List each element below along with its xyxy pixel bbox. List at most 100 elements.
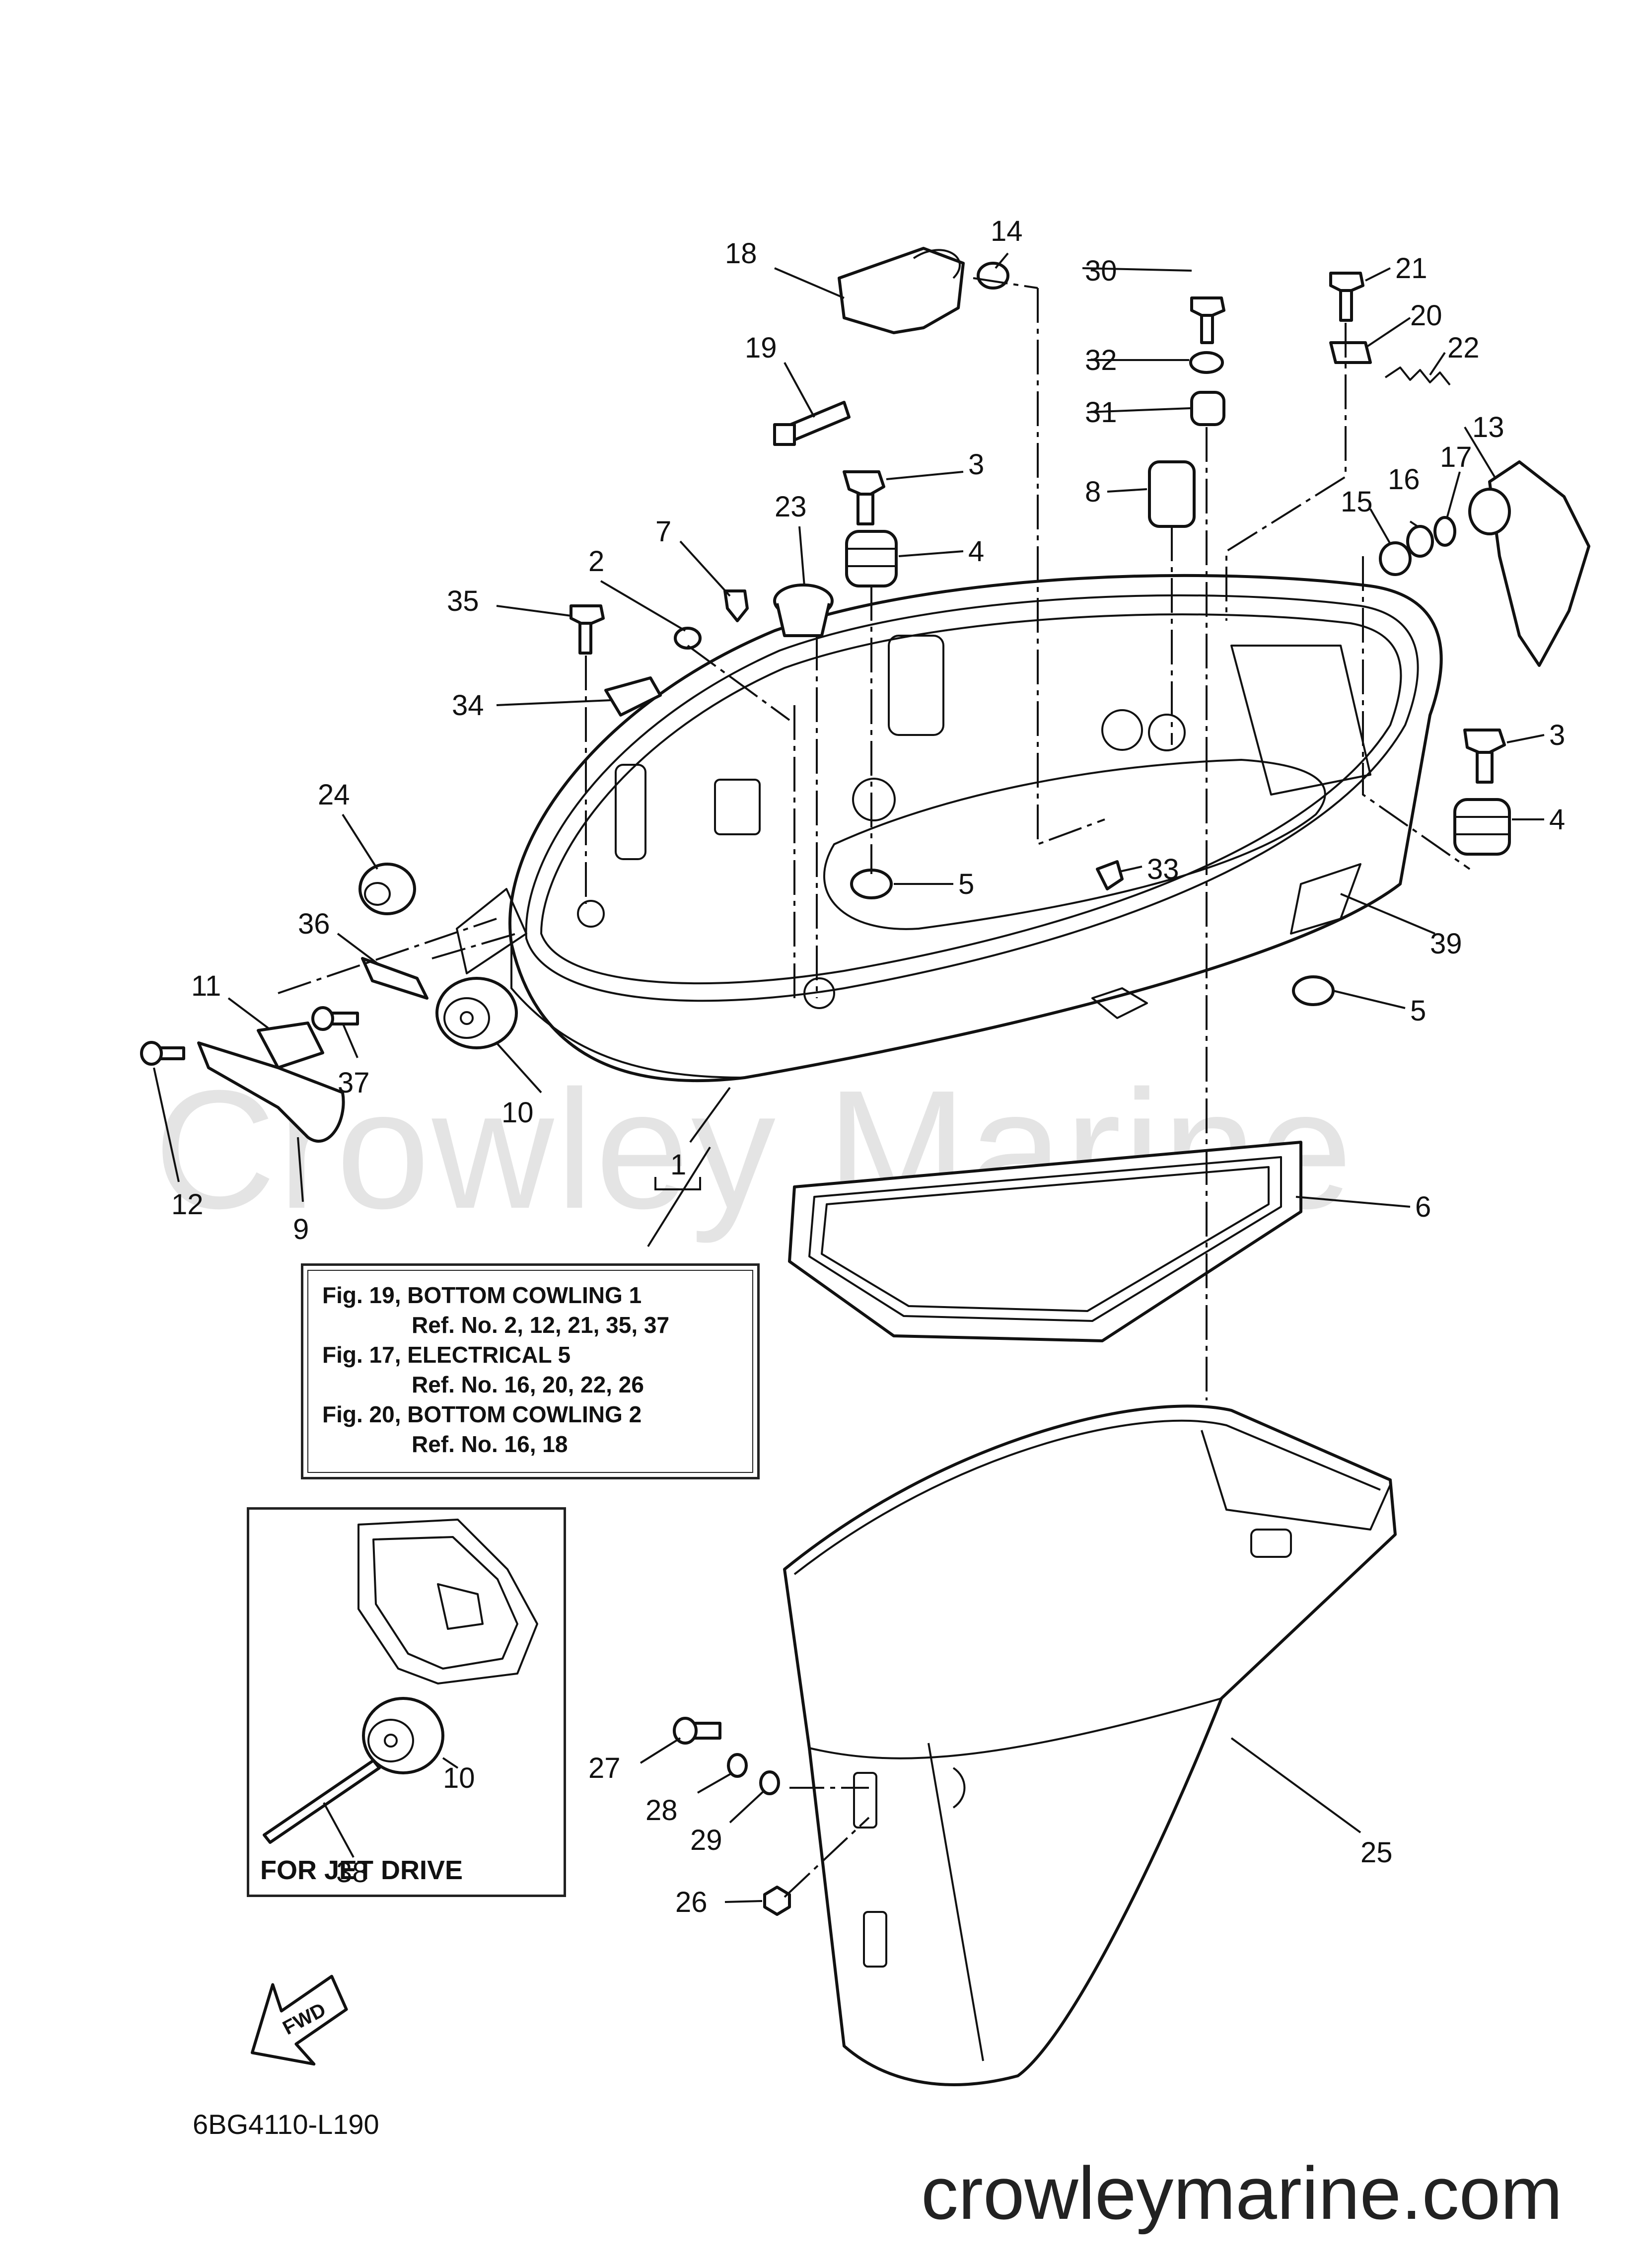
site-footer-link[interactable]: crowleymarine.com xyxy=(921,2151,1563,2235)
lever-part-13[interactable] xyxy=(1468,460,1590,667)
grommet-part-23[interactable] xyxy=(773,584,834,637)
callout-11: 11 xyxy=(191,970,221,1002)
callout-labels: 18 14 19 3 23 4 7 2 35 34 24 36 11 37 10… xyxy=(171,215,1565,1918)
screw-part-7[interactable] xyxy=(723,589,749,622)
washer-part-29[interactable] xyxy=(759,1770,780,1795)
bolt-part-37[interactable] xyxy=(311,1006,359,1031)
callout-39: 39 xyxy=(1430,928,1462,960)
callout-38: 38 xyxy=(336,1856,368,1889)
ref-line-2: Ref. No. 2, 12, 21, 35, 37 xyxy=(412,1312,670,1338)
callout-13: 13 xyxy=(1472,411,1504,443)
ref-line-3: Fig. 17, ELECTRICAL 5 xyxy=(322,1342,571,1368)
bolt-part-21[interactable] xyxy=(1329,272,1364,322)
bracket-part-18[interactable] xyxy=(838,247,965,334)
grommet-part-24[interactable] xyxy=(358,863,416,915)
bracket-part-9[interactable] xyxy=(197,1041,345,1143)
apron-part[interactable] xyxy=(783,1404,1397,2086)
callout-16: 16 xyxy=(1388,463,1420,496)
bolt-part-30[interactable] xyxy=(1190,296,1225,344)
screw-part-33[interactable] xyxy=(1096,860,1124,890)
fwd-arrow-icon: FWD xyxy=(250,1975,348,2066)
callout-4a: 4 xyxy=(968,535,984,568)
damper-part-4b[interactable] xyxy=(1453,798,1511,856)
grommet-part-10-inset[interactable] xyxy=(362,1697,444,1774)
washer-part-28[interactable] xyxy=(727,1753,748,1778)
clip-part-34[interactable] xyxy=(604,676,662,717)
callout-7: 7 xyxy=(655,515,671,548)
bolt-part-12[interactable] xyxy=(140,1041,185,1066)
bushing-part-8[interactable] xyxy=(1148,460,1196,528)
nut-part-26[interactable] xyxy=(763,1886,791,1916)
washer-part-32[interactable] xyxy=(1189,351,1224,374)
bolt-part-19[interactable] xyxy=(773,401,851,446)
callout-10b: 10 xyxy=(443,1762,475,1794)
callout-36: 36 xyxy=(298,908,330,940)
damper-part-4a[interactable] xyxy=(845,530,898,587)
callout-3a: 3 xyxy=(968,448,984,481)
callout-22: 22 xyxy=(1447,332,1480,364)
plate-part-20[interactable] xyxy=(1329,341,1372,364)
reference-box: Fig. 19, BOTTOM COWLING 1 Ref. No. 2, 12… xyxy=(301,1263,760,1479)
rod-part-38[interactable] xyxy=(263,1759,381,1844)
bolt-part-35[interactable] xyxy=(570,604,605,655)
callout-31: 31 xyxy=(1085,396,1117,429)
callout-1: 1 xyxy=(670,1149,686,1181)
callout-35: 35 xyxy=(447,585,479,617)
callout-14: 14 xyxy=(991,215,1023,247)
ref-line-1: Fig. 19, BOTTOM COWLING 1 xyxy=(322,1282,642,1308)
callout-9: 9 xyxy=(293,1213,309,1245)
callout-28: 28 xyxy=(645,1794,678,1827)
inset-caption: FOR JET DRIVE xyxy=(260,1855,463,1885)
callout-6: 6 xyxy=(1415,1191,1431,1223)
callout-30: 30 xyxy=(1085,255,1117,287)
callout-15: 15 xyxy=(1341,486,1373,518)
callout-10a: 10 xyxy=(501,1097,534,1129)
bolt-part-27[interactable] xyxy=(673,1717,721,1745)
grommet-part-10[interactable] xyxy=(435,977,518,1049)
seal-part[interactable] xyxy=(788,1141,1302,1342)
callout-33: 33 xyxy=(1147,853,1179,885)
callout-5a: 5 xyxy=(958,868,974,900)
diagram-code: 6BG4110-L190 xyxy=(193,2109,379,2140)
jet-drive-inset-drawing: 10 38 xyxy=(263,1519,538,1889)
callout-8: 8 xyxy=(1085,476,1101,508)
callout-17: 17 xyxy=(1440,441,1472,473)
callout-18: 18 xyxy=(725,237,757,270)
spring-part-22[interactable] xyxy=(1384,366,1451,386)
jet-drive-inset: 10 38 FOR JET DRIVE xyxy=(247,1507,566,1897)
washer-part-16[interactable] xyxy=(1406,525,1434,558)
plate-part-36[interactable] xyxy=(361,957,428,1000)
callout-27: 27 xyxy=(588,1752,621,1784)
washer-part-17[interactable] xyxy=(1433,516,1456,547)
bushing-part-15[interactable] xyxy=(1379,541,1412,576)
ref-line-5: Fig. 20, BOTTOM COWLING 2 xyxy=(322,1401,642,1427)
bottom-cowling-part[interactable] xyxy=(456,574,1443,1082)
ref-line-4: Ref. No. 16, 20, 22, 26 xyxy=(412,1372,644,1397)
callout-2: 2 xyxy=(588,545,604,578)
callout-37: 37 xyxy=(338,1067,370,1099)
callout-26: 26 xyxy=(675,1886,708,1918)
collar-part-5a[interactable] xyxy=(850,869,893,899)
callout-4b: 4 xyxy=(1549,804,1565,836)
callout-3b: 3 xyxy=(1549,719,1565,751)
bolt-part-3b[interactable] xyxy=(1463,729,1506,784)
inset-cowling-detail xyxy=(357,1519,538,1684)
ref-line-6: Ref. No. 16, 18 xyxy=(412,1431,568,1457)
collar-part-14[interactable] xyxy=(977,262,1009,290)
callout-34: 34 xyxy=(452,689,484,722)
callout-12: 12 xyxy=(171,1188,204,1221)
callout-21: 21 xyxy=(1395,252,1428,285)
callout-19: 19 xyxy=(745,332,777,364)
callout-29: 29 xyxy=(690,1824,722,1856)
collar-part-5b[interactable] xyxy=(1292,975,1335,1006)
callout-24: 24 xyxy=(318,779,350,811)
callout-32: 32 xyxy=(1085,344,1117,376)
bolt-part-3a[interactable] xyxy=(843,470,885,525)
leader-lines xyxy=(153,252,1545,1903)
grommet-part-31[interactable] xyxy=(1190,391,1225,426)
callout-5b: 5 xyxy=(1410,995,1426,1027)
callout-25: 25 xyxy=(1360,1836,1393,1869)
block-part-11[interactable] xyxy=(257,1022,324,1069)
screw-part-2[interactable] xyxy=(674,627,702,650)
